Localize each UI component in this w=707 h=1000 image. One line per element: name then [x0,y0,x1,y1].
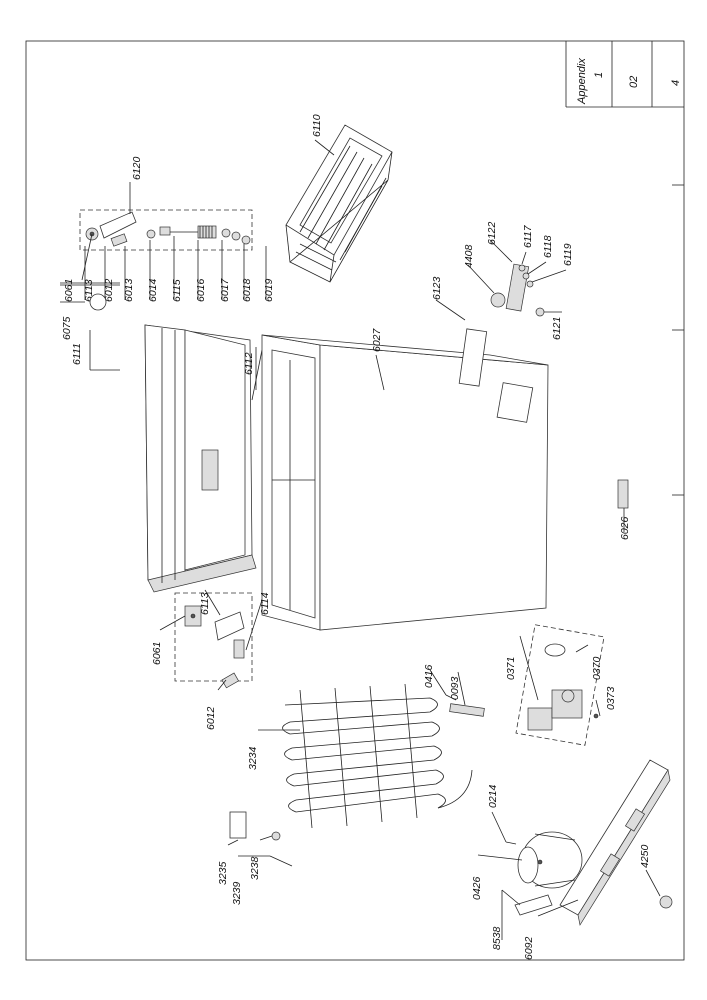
label-6016: 6016 [195,278,207,302]
title-block: Appendix 1 02 4 [565,41,684,496]
basket-6110 [285,124,393,283]
hinge-group-bottom [174,592,253,682]
compressor-0426 [517,831,583,889]
label-0416: 0416 [423,664,435,688]
label-0093: 0093 [449,676,461,700]
knob-6075 [89,293,107,311]
label-3239: 3239 [231,881,243,905]
label-6014: 6014 [147,278,159,302]
label-6012-top: 6012 [103,278,115,302]
part-3235 [229,811,247,839]
label-6112: 6112 [243,352,255,375]
control-box-6123 [458,328,488,387]
label-6018: 6018 [241,278,253,302]
label-6118: 6118 [542,235,554,258]
bracket-6122 [505,263,530,312]
label-8538: 8538 [491,926,503,950]
label-6120: 6120 [131,156,143,180]
part-0416 [445,694,457,701]
label-0373: 0373 [605,686,617,710]
label-6075: 6075 [61,316,73,340]
hinge-parts-bottom [184,605,245,689]
label-6061-top: 6061 [63,279,75,302]
screw-6121 [535,307,545,317]
label-6119: 6119 [562,243,574,266]
foot-6026 [617,479,629,509]
knob-4408 [490,292,506,308]
label-6019: 6019 [263,278,275,302]
label-3235: 3235 [217,861,229,885]
label-6026: 6026 [619,516,631,540]
title-code: 02 [628,76,640,88]
label-4408: 4408 [463,244,475,268]
condenser-coil-3234 [282,683,473,829]
label-0426: 0426 [471,876,483,900]
bracket-8538 [514,894,553,916]
label-6111: 6111 [71,343,83,365]
title-heading: Appendix [576,58,588,105]
label-6114: 6114 [259,592,271,615]
label-6092: 6092 [523,936,535,960]
part-3238 [271,831,281,841]
label-6115: 6115 [171,279,183,302]
part-0214 [505,841,517,845]
hinge-group-top [79,209,253,251]
part-3239 [269,855,293,867]
label-0214: 0214 [487,784,499,808]
label-6122: 6122 [486,221,498,245]
label-6121: 6121 [551,317,563,340]
lid-6111 [144,324,257,593]
part-0093 [449,703,485,717]
label-6113-bottom: 6113 [199,592,211,615]
label-6123: 6123 [431,276,443,300]
label-0371: 0371 [505,657,517,680]
cabinet-6027 [261,334,549,631]
label-6013: 6013 [123,278,135,302]
label-3238: 3238 [249,856,261,880]
label-6061-bottom: 6061 [151,642,163,665]
label-6027: 6027 [371,327,383,352]
drawing-frame [25,40,685,961]
label-3234: 3234 [247,746,259,770]
label-6012-bottom: 6012 [205,706,217,730]
title-page: 4 [670,80,682,86]
hinge-parts-top [85,211,251,247]
label-6110: 6110 [311,114,323,137]
base-plate-6092 [559,759,671,926]
label-6117: 6117 [522,224,534,248]
relay-group-0370 [515,624,605,746]
label-0370: 0370 [591,656,603,680]
grommet-4250 [659,895,673,909]
title-number: 1 [593,72,605,78]
label-6017: 6017 [219,277,231,302]
relay-parts [527,643,599,731]
label-4250: 4250 [639,844,651,868]
